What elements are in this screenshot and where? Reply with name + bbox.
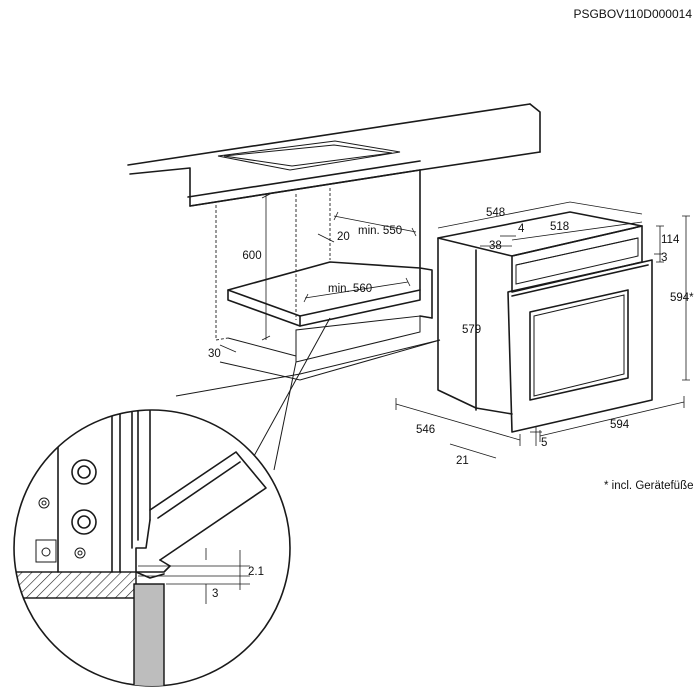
dim-2-1: 2.1: [248, 566, 264, 578]
dim-30: 30: [208, 348, 221, 360]
dim-20: 20: [337, 231, 350, 243]
dim-21: 21: [456, 455, 469, 467]
dim-3-panel: 3: [661, 252, 667, 264]
dim-594-width: 594: [610, 419, 630, 431]
dim-min-560: min. 560: [328, 283, 372, 295]
footnote: * incl. Gerätefüße: [604, 480, 693, 492]
dim-518: 518: [550, 221, 569, 233]
dim-min-550: min. 550: [358, 225, 402, 237]
dim-546: 546: [416, 424, 435, 436]
dim-548: 548: [486, 207, 505, 219]
worktop: [127, 103, 541, 207]
detail-leader: [253, 317, 331, 471]
dim-579: 579: [462, 324, 481, 336]
dim-600: 600: [242, 250, 261, 262]
hob-cutout: [217, 140, 401, 171]
dim-594-height: 594*: [670, 292, 694, 304]
detail-view: 2.1 3: [13, 409, 291, 687]
dim-114: 114: [661, 234, 680, 246]
oven-dimensions: 548 518 4 38 114 3 594* 579 546 21 594 5: [395, 201, 694, 467]
dim-3-detail: 3: [212, 588, 218, 600]
cabinet-dimensions: 600 min. 550 20 min. 560 30: [208, 193, 417, 360]
dim-4: 4: [518, 223, 525, 235]
dim-5: 5: [541, 437, 547, 449]
oven: [437, 211, 653, 433]
cabinet-niche: [175, 169, 441, 397]
product-code: PSGBOV110D000014: [573, 7, 692, 21]
